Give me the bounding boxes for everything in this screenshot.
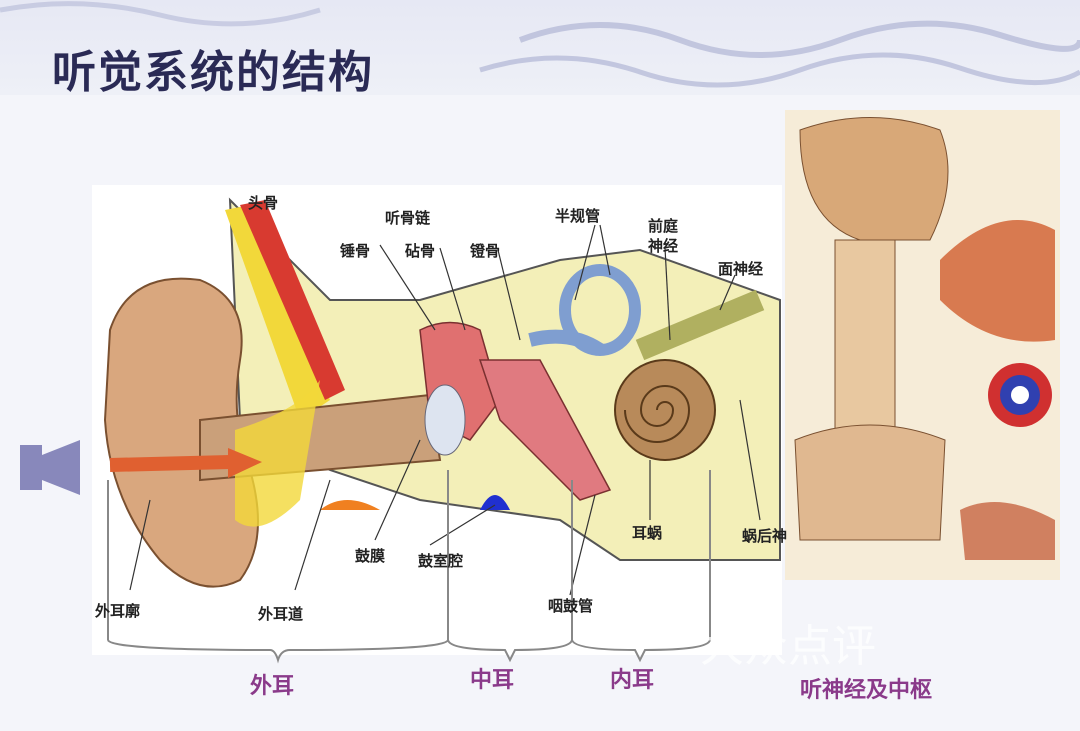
section-central: 听神经及中枢 [800, 677, 933, 703]
nerve-shape [635, 289, 765, 361]
slide-title: 听觉系统的结构 [52, 47, 374, 98]
tympanic-cavity-shape [480, 495, 510, 510]
sound-arrow-icon [228, 448, 262, 478]
label-vestibular-nerve-1: 前庭 [648, 217, 679, 235]
eardrum-shape [424, 384, 466, 456]
cochlea-shape [614, 359, 716, 461]
label-auricle: 外耳廓 [95, 602, 141, 620]
label-vestibular-nerve-2: 神经 [648, 237, 679, 255]
wave-decoration [0, 1, 1080, 88]
label-tympanic-cavity: 鼓室腔 [418, 552, 464, 570]
label-ear-canal: 外耳道 [258, 605, 304, 623]
label-ossicular-chain: 听骨链 [385, 209, 431, 227]
label-retrocochlear-nerve: 蜗后神 [742, 527, 788, 545]
label-stapes: 镫骨 [470, 242, 501, 260]
title-banner: 听觉系统的结构 [0, 0, 1080, 98]
speaker-icon [20, 440, 80, 495]
label-cochlea: 耳蜗 [632, 524, 663, 542]
skull-red [240, 200, 345, 400]
label-facial-nerve: 面神经 [718, 260, 764, 278]
label-incus: 砧骨 [405, 242, 436, 260]
label-eardrum: 鼓膜 [355, 547, 386, 565]
label-skull: 头骨 [248, 194, 279, 212]
section-outer-ear: 外耳 [250, 673, 295, 699]
watermark: 大众点评 [700, 621, 876, 672]
label-malleus: 锤骨 [340, 242, 371, 260]
label-eustachian-tube: 咽鼓管 [548, 597, 594, 615]
section-brackets [107, 470, 711, 664]
label-semicircular-canals: 半规管 [555, 207, 601, 225]
skull-yellow [225, 205, 330, 420]
section-inner-ear: 内耳 [610, 667, 655, 693]
section-middle-ear: 中耳 [470, 667, 515, 693]
